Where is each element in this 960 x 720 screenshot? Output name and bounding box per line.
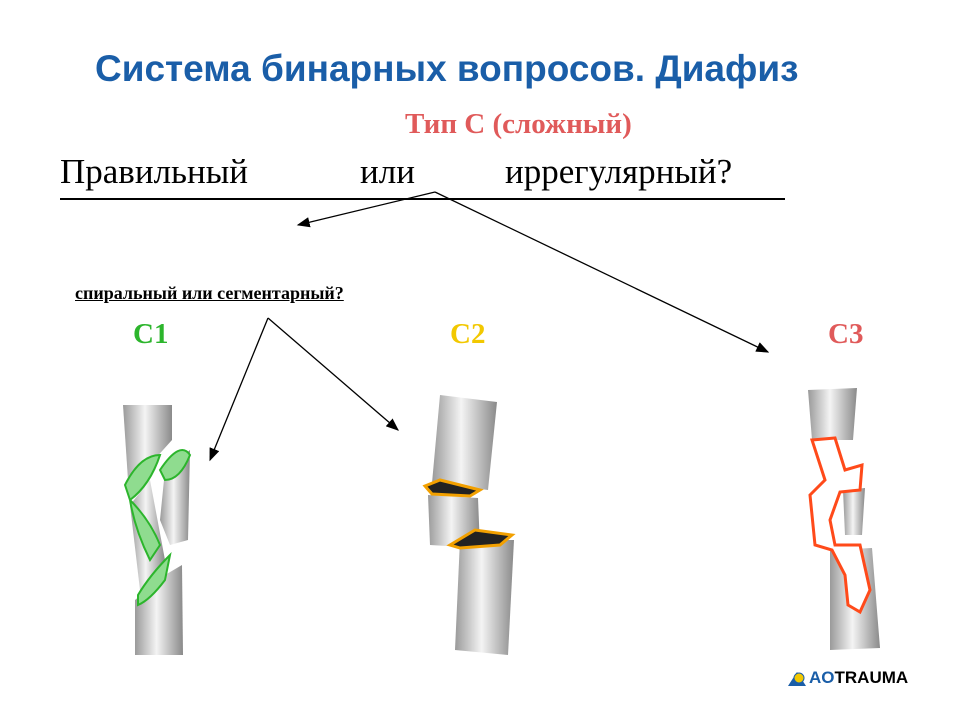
arrow-to-c1c2 (296, 191, 436, 228)
bone-c1 (123, 405, 192, 655)
question-or: или (360, 152, 415, 191)
ao-globe-icon (788, 672, 806, 686)
sub-question: спиральный или сегментарный? (75, 283, 344, 303)
type-subtitle: Тип С (сложный) (405, 108, 632, 140)
arrow-to-c2 (267, 317, 399, 431)
aotrauma-logo: AOTRAUMA (788, 668, 908, 688)
question-irregular: иррегулярный? (505, 152, 733, 191)
slide-title: Система бинарных вопросов. Диафиз (95, 48, 799, 89)
logo-ao: AO (809, 668, 835, 687)
logo-trauma: TRAUMA (834, 668, 909, 687)
bone-c2 (422, 395, 516, 655)
arrow-to-c3 (434, 191, 770, 353)
arrow-to-c1 (209, 317, 269, 462)
type-c3-label: C3 (828, 318, 864, 350)
type-c1-label: C1 (133, 318, 169, 350)
question-regular: Правильный (60, 152, 248, 191)
type-c2-label: C2 (450, 318, 486, 350)
main-question: Правильный или иррегулярный? (60, 152, 785, 200)
arrows (209, 191, 770, 462)
bone-c3 (808, 388, 880, 650)
